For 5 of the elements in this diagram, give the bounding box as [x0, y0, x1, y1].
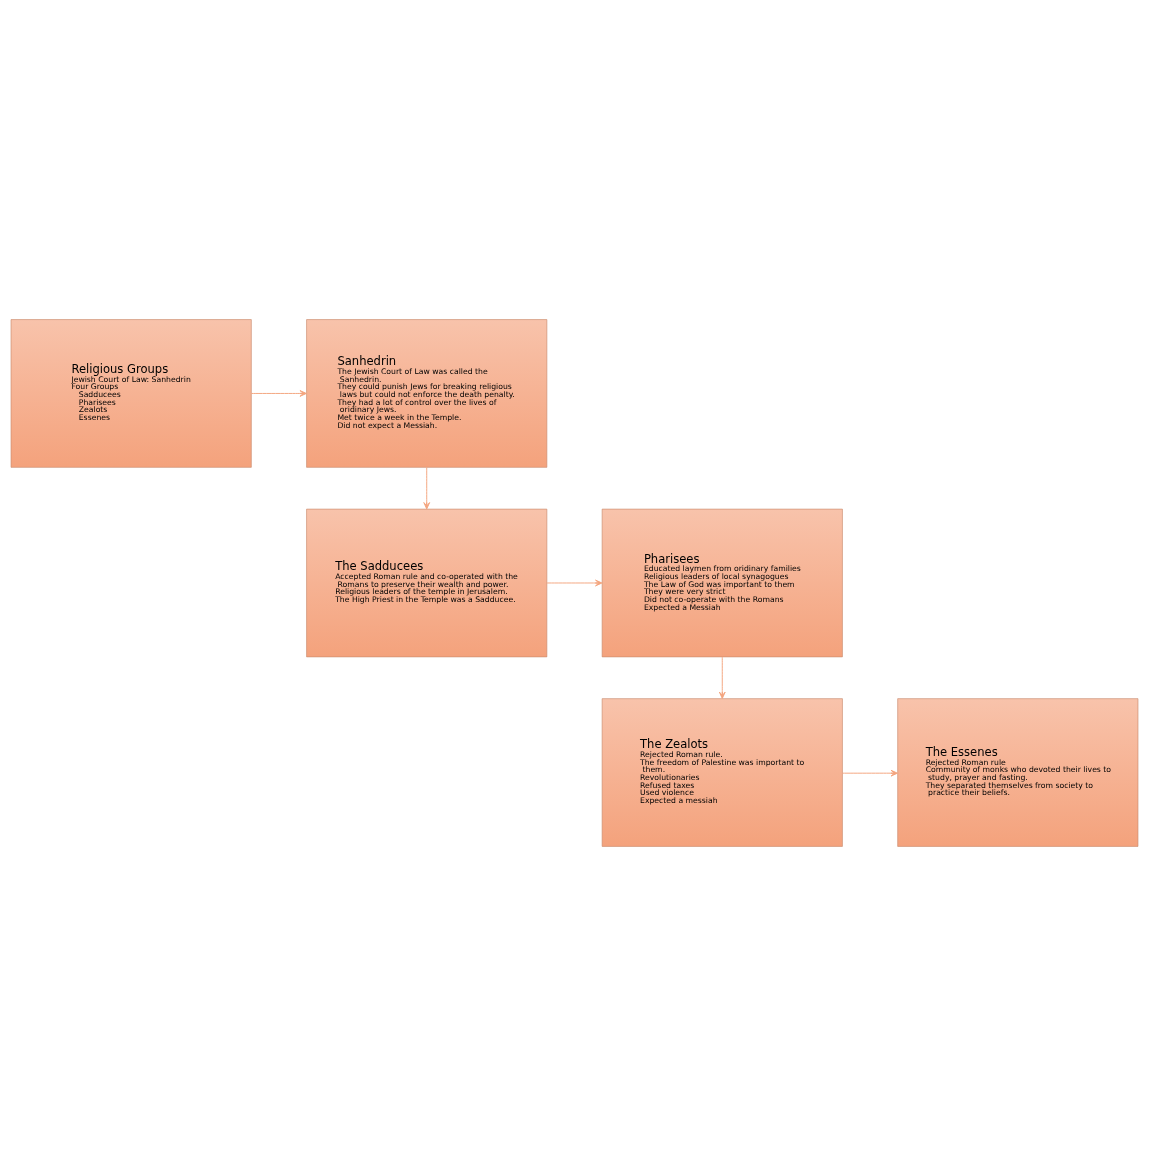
arrow	[423, 466, 431, 509]
arrow	[718, 656, 726, 699]
arrow	[250, 389, 307, 397]
arrow	[842, 769, 898, 777]
arrow	[546, 579, 603, 586]
